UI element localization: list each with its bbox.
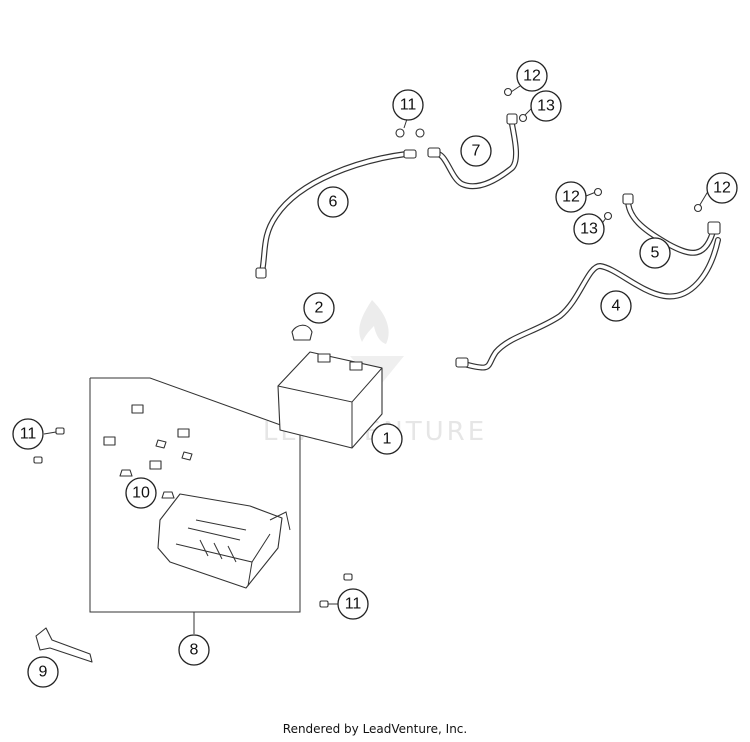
callout-9: 9 [27,656,59,688]
callout-5: 5 [639,237,671,269]
svg-text:4: 4 [612,298,621,315]
svg-text:2: 2 [315,300,324,317]
cable-5 [622,193,721,256]
svg-text:5: 5 [651,245,660,262]
svg-text:12: 12 [562,189,580,206]
small-fasteners [33,87,703,608]
callout-11-left: 11 [12,418,44,450]
svg-text:10: 10 [132,485,150,502]
callout-10: 10 [125,477,157,509]
callout-7: 7 [460,135,492,167]
callout-1: 1 [371,423,403,455]
strap-9 [35,627,93,663]
callout-6: 6 [317,186,349,218]
battery-tray-group-outline [89,377,301,613]
battery-1 [277,351,383,449]
callout-11-top: 11 [392,89,424,121]
svg-text:12: 12 [523,68,541,85]
svg-text:11: 11 [345,596,362,613]
svg-text:1: 1 [383,431,392,448]
svg-text:9: 9 [39,664,48,681]
cable-4 [455,237,721,371]
callout-12-top: 12 [516,60,548,92]
svg-text:11: 11 [400,97,417,114]
battery-tray-8 [157,493,291,589]
terminal-cover-2 [291,324,313,341]
callout-13-middle: 13 [573,213,605,245]
callout-13-top: 13 [530,90,562,122]
callout-11-bottom: 11 [337,588,369,620]
cable-7 [427,113,520,189]
callout-12-middle: 12 [555,181,587,213]
svg-text:6: 6 [329,194,338,211]
render-credit: Rendered by LeadVenture, Inc. [282,722,468,736]
svg-text:12: 12 [713,180,731,197]
svg-text:13: 13 [580,221,598,238]
callout-2: 2 [303,292,335,324]
cable-6 [255,149,417,279]
callout-8: 8 [178,634,210,666]
clips-10 [103,404,193,499]
svg-text:7: 7 [472,143,481,160]
callout-4: 4 [600,290,632,322]
callout-12-right: 12 [706,172,738,204]
svg-text:11: 11 [20,426,37,443]
svg-text:13: 13 [537,98,555,115]
svg-text:8: 8 [190,642,199,659]
